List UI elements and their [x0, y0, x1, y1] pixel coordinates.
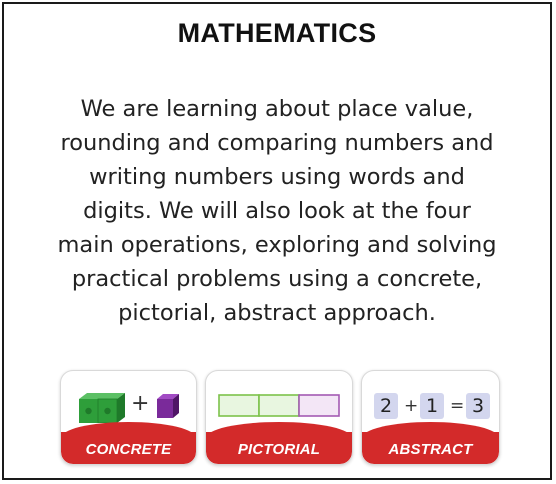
description-line: rounding and comparing numbers and: [60, 130, 494, 156]
description-text: We are learning about place value, round…: [24, 92, 530, 330]
description-line: digits. We will also look at the four: [83, 198, 471, 224]
cpa-approach-strip: + CONCRETE PICTORIAL 2 + 1: [60, 370, 500, 468]
pictorial-card: PICTORIAL: [205, 370, 353, 465]
abstract-equation: 2 + 1 = 3: [362, 387, 499, 423]
page-title: MATHEMATICS: [177, 18, 377, 48]
purple-cube-icon: [157, 394, 179, 418]
number-box: 1: [420, 393, 444, 419]
concrete-card: + CONCRETE: [60, 370, 197, 465]
concrete-band: [61, 422, 196, 464]
concrete-illustration: +: [61, 387, 196, 423]
result-box: 3: [466, 393, 490, 419]
description-line: main operations, exploring and solving: [57, 232, 497, 258]
abstract-band: [362, 422, 499, 464]
description-line: We are learning about place value,: [80, 96, 474, 122]
pictorial-illustration: [206, 387, 352, 423]
equals-sign: =: [450, 396, 465, 416]
green-cubes-icon: [79, 393, 125, 423]
bar-model-icon: [218, 394, 340, 417]
description-line: pictorial, abstract approach.: [118, 300, 436, 326]
concrete-label: CONCRETE: [85, 441, 172, 458]
pictorial-label: PICTORIAL: [237, 441, 321, 458]
number-box: 2: [374, 393, 398, 419]
plus-sign: +: [131, 391, 150, 416]
description-line: practical problems using a concrete,: [71, 266, 483, 292]
abstract-card: 2 + 1 = 3 ABSTRACT: [361, 370, 500, 465]
description-line: writing numbers using words and: [89, 164, 465, 190]
pictorial-band: [206, 422, 352, 464]
abstract-label: ABSTRACT: [388, 441, 473, 458]
plus-sign: +: [404, 396, 419, 416]
